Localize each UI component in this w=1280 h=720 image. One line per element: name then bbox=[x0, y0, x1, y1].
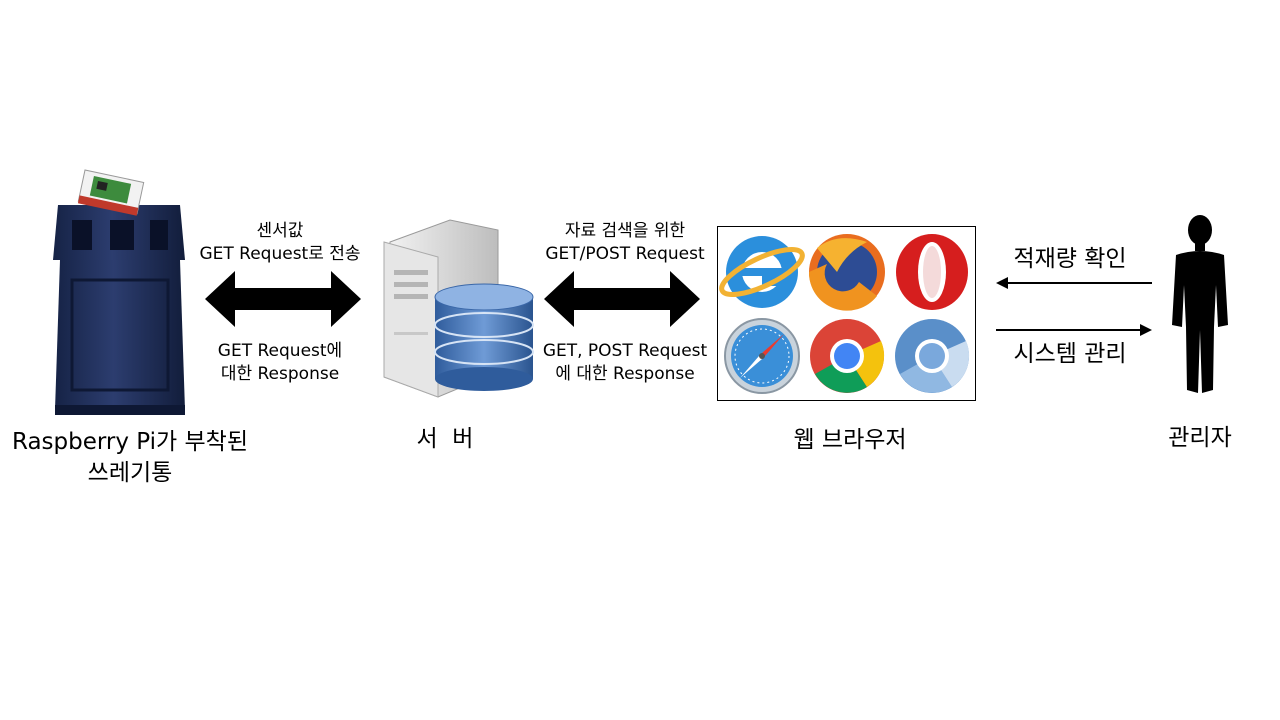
arrow-admin-to-browser bbox=[996, 276, 1152, 290]
double-arrow-can-server bbox=[205, 271, 361, 327]
trash-can-label-line2: 쓰레기통 bbox=[87, 460, 173, 486]
admin-label: 관리자 bbox=[1168, 425, 1232, 451]
server-label: 서 버 bbox=[416, 426, 474, 452]
browser-icons-box bbox=[717, 226, 976, 401]
edge-can-server-bottom-line1: GET Request에 bbox=[217, 341, 343, 361]
chrome-icon bbox=[810, 319, 885, 393]
edge-can-server-top-line1: 센서값 bbox=[256, 221, 304, 241]
chromium-icon bbox=[895, 319, 970, 393]
edge-can-server-bottom-line2: 대한 Response bbox=[220, 364, 340, 384]
edge-server-browser-bottom-line2: 에 대한 Response bbox=[555, 364, 695, 384]
edge-browser-to-admin-label: 시스템 관리 bbox=[1013, 341, 1127, 367]
edge-server-browser-bottom-label: GET, POST Request 에 대한 Response bbox=[520, 340, 730, 386]
trash-can-label-line1: Raspberry Pi가 부착된 bbox=[11, 429, 249, 455]
opera-icon bbox=[896, 234, 968, 310]
internet-explorer-icon bbox=[719, 236, 805, 308]
edge-admin-to-browser-label: 적재량 확인 bbox=[1013, 246, 1127, 272]
edge-can-server-top-line2: GET Request로 전송 bbox=[199, 244, 361, 264]
trash-can-label: Raspberry Pi가 부착된 쓰레기통 bbox=[0, 427, 260, 489]
edge-server-browser-bottom-line1: GET, POST Request bbox=[542, 341, 708, 361]
server-image bbox=[380, 212, 540, 402]
firefox-icon bbox=[808, 234, 885, 311]
edge-server-browser-top-label: 자료 검색을 위한 GET/POST Request bbox=[520, 220, 730, 266]
edge-server-browser-top-line1: 자료 검색을 위한 bbox=[564, 221, 686, 241]
browser-label: 웹 브라우저 bbox=[793, 427, 907, 453]
arrow-browser-to-admin bbox=[996, 323, 1152, 337]
database-icon bbox=[434, 283, 534, 391]
trash-can-image bbox=[40, 165, 200, 420]
double-arrow-server-browser bbox=[544, 271, 700, 327]
edge-can-server-top-label: 센서값 GET Request로 전송 bbox=[180, 220, 380, 266]
edge-can-server-bottom-label: GET Request에 대한 Response bbox=[180, 340, 380, 386]
edge-server-browser-top-line2: GET/POST Request bbox=[545, 244, 705, 264]
admin-person-icon bbox=[1170, 215, 1230, 395]
safari-icon bbox=[724, 318, 800, 394]
